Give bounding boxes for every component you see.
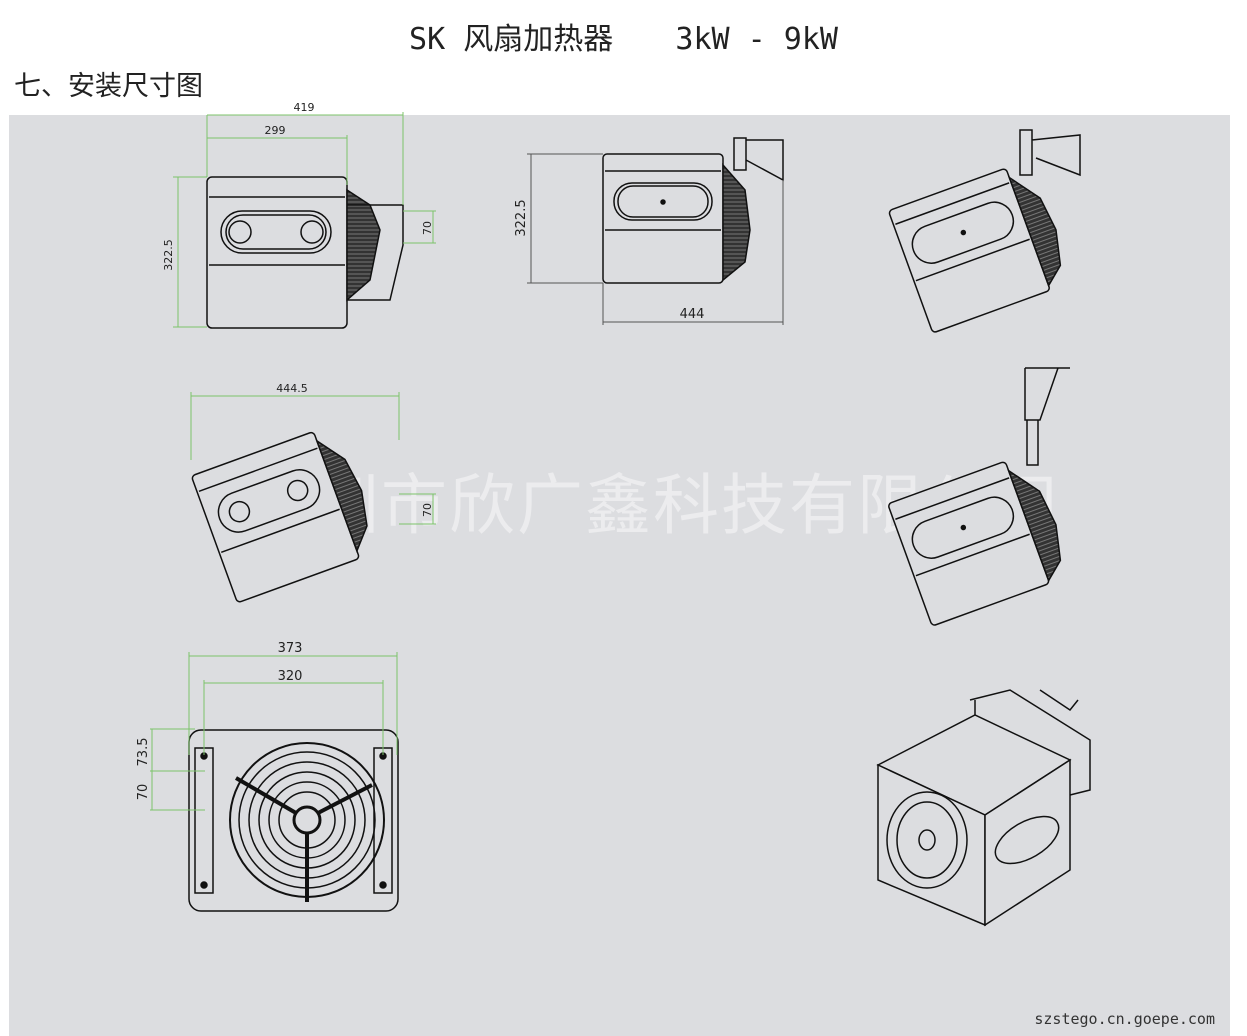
dim-side-body-width: 299: [265, 124, 286, 137]
title-power: 3kW - 9kW: [675, 22, 838, 57]
dim-tilted-width: 444.5: [276, 382, 308, 395]
bracket-top: [1019, 129, 1081, 177]
title-model: SK 风扇加热器: [409, 22, 614, 57]
dim-back-hole-spacing: 320: [278, 669, 303, 684]
dim-back-overall-width: 373: [278, 641, 303, 656]
back-view-drawing: [188, 729, 399, 912]
dim-front-width: 444: [680, 307, 705, 322]
page-title: SK 风扇加热器 3kW - 9kW: [0, 14, 1247, 58]
footer-url: szstego.cn.goepe.com: [1034, 1010, 1215, 1028]
isometric-view-drawing: [876, 689, 1091, 927]
tilted-view-left-drawing: [191, 431, 368, 603]
dim-side-height: 322.5: [162, 239, 175, 271]
dim-side-overall-width: 419: [294, 101, 315, 114]
dim-back-top-offset: 73.5: [136, 738, 151, 767]
dim-side-bracket: 70: [421, 221, 434, 235]
dim-tilted-bracket: 70: [421, 503, 434, 517]
tilted-view-top-right-drawing: [888, 168, 1062, 333]
section-heading: 七、安装尺寸图: [14, 71, 203, 102]
tilted-view-bottom-right-drawing: [888, 461, 1062, 626]
dim-back-slot-spacing: 70: [136, 784, 151, 801]
bracket-middle: [1024, 367, 1070, 466]
front-view-drawing: [602, 137, 784, 284]
side-view-drawing: [206, 176, 404, 329]
dim-front-height: 322.5: [514, 199, 529, 236]
